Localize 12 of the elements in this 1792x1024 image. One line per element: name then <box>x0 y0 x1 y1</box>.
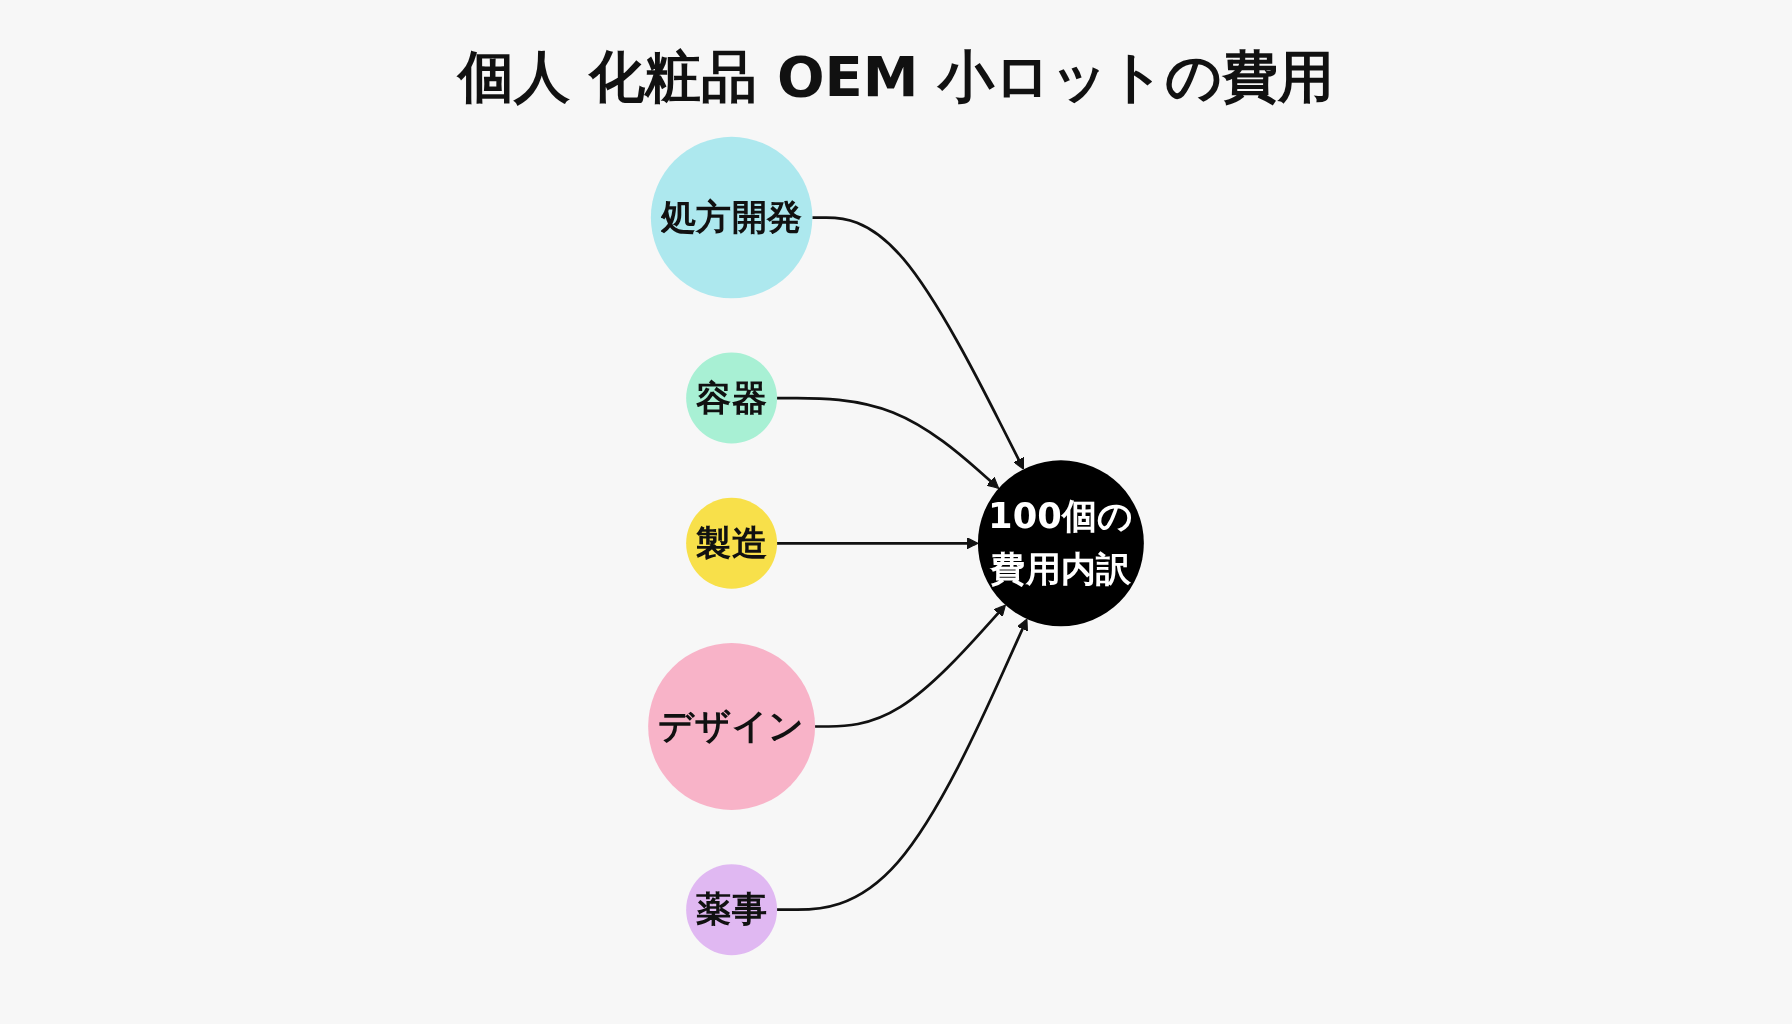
arrow <box>777 396 1000 489</box>
arrow <box>812 216 1025 470</box>
node-circle: デザイン <box>648 643 816 810</box>
arrow <box>777 618 1028 912</box>
node-circle: 薬事 <box>686 864 778 956</box>
arrow <box>815 604 1006 728</box>
node-circle: 製造 <box>686 497 778 589</box>
arrow <box>777 537 979 550</box>
title: 個人 化粧品 OEM 小ロットの費用 <box>455 43 1336 111</box>
node-circle: 処方開発 <box>650 136 813 299</box>
node-circle: 容器 <box>686 352 778 444</box>
node-circle: 100個の 費用内訳 <box>977 460 1144 627</box>
